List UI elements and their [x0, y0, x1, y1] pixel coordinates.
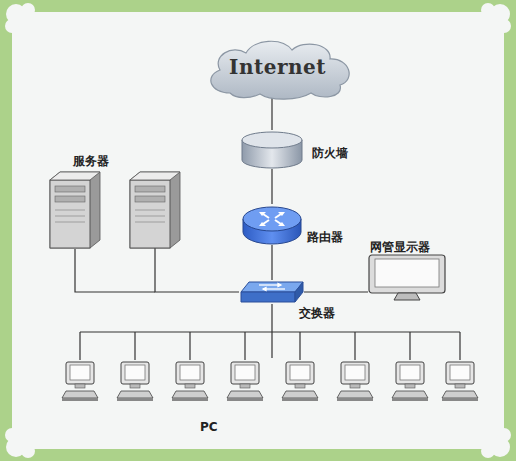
server-group-icon [45, 172, 185, 250]
router: 路由器 [241, 204, 345, 246]
pc-bus [80, 332, 460, 360]
network-link [271, 169, 272, 204]
firewall-icon [240, 130, 304, 170]
panel-corners [5, 3, 511, 458]
node-label: PC [200, 420, 218, 434]
panel [12, 12, 504, 449]
pc-group-icon [55, 358, 485, 404]
node-label: 交换器 [299, 306, 335, 320]
server-group: 服务器 [45, 150, 185, 250]
network-link [304, 291, 368, 292]
node-label: 服务器 [73, 154, 109, 168]
node-label: 网管显示器 [370, 240, 430, 254]
server-wire [75, 249, 155, 292]
monitor: 网管显示器 [368, 236, 446, 302]
network-link [271, 97, 272, 130]
network-link [155, 248, 239, 292]
internet-cloud: Internet [200, 38, 355, 100]
node-label: Internet [229, 55, 326, 79]
node-label: 路由器 [307, 230, 343, 244]
firewall: 防火墙 [240, 130, 350, 170]
switch: 交换器 [239, 280, 337, 318]
node-label: 防火墙 [312, 146, 348, 160]
network-link [271, 245, 272, 280]
switch-icon [239, 280, 305, 304]
network-link [271, 304, 272, 358]
router-icon [241, 204, 303, 246]
pc-group: PC [55, 358, 485, 432]
monitor-icon [368, 254, 446, 302]
